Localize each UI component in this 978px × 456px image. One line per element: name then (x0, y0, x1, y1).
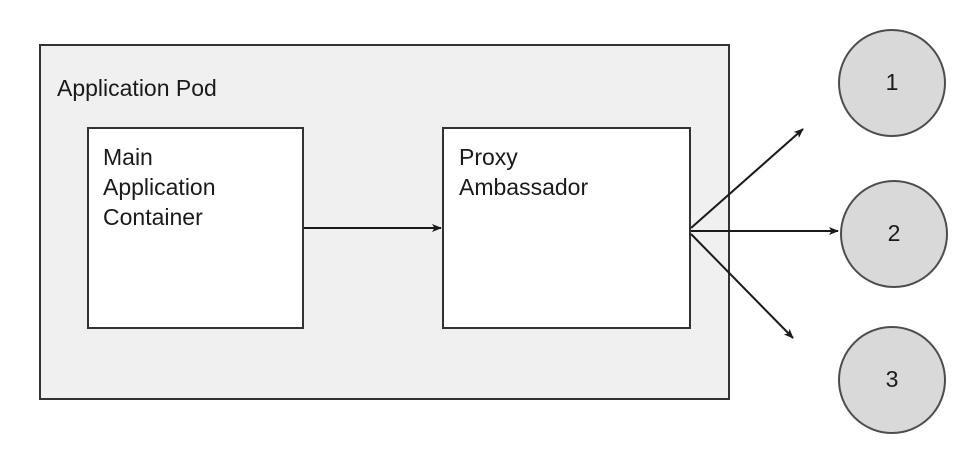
connector-proxy-to-endpoint-3[interactable] (690, 233, 794, 339)
endpoint-circle-2[interactable] (840, 180, 948, 288)
endpoint-label-1: 1 (885, 69, 899, 95)
connector-proxy-to-endpoint-1[interactable] (690, 128, 804, 229)
endpoint-circle-1[interactable] (838, 29, 946, 137)
endpoint-label-3: 3 (885, 366, 899, 392)
endpoint-label-2: 2 (887, 220, 901, 246)
main-application-container-box[interactable] (87, 127, 304, 329)
endpoint-circle-3[interactable] (838, 326, 946, 434)
proxy-ambassador-box[interactable] (442, 127, 691, 329)
